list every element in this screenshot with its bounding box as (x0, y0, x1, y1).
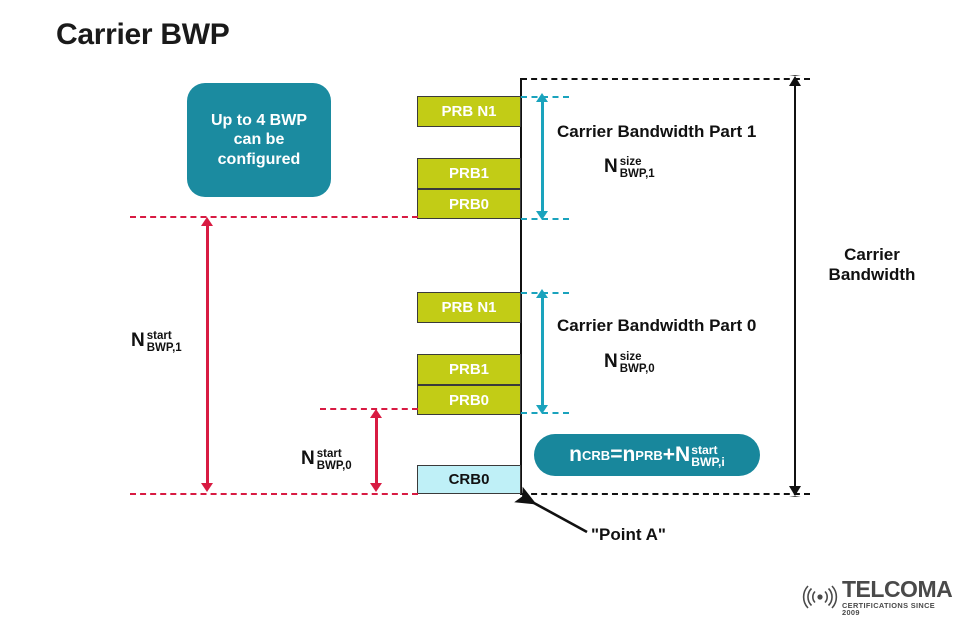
carrier-top-dashed-line (521, 78, 810, 80)
logo-text-group: TELCOMA CERTIFICATIONS SINCE 2009 (842, 575, 953, 617)
carrier-bandwidth-arrow-shaft (794, 82, 797, 489)
carrier-bandwidth-label: Carrier Bandwidth (792, 245, 952, 286)
bwp1-size-superscript: size (619, 156, 642, 168)
point-a-arrow (514, 486, 588, 534)
bwp0-size-symbol: N size BWP,0 (604, 350, 655, 375)
bwp1-start-symbol: N start BWP,1 (131, 329, 182, 354)
bwp0-size-arrow-shaft (541, 296, 544, 408)
formula-equals: =n (610, 443, 636, 466)
bwp1-size-arrow-head-top (536, 93, 548, 102)
bwp1-start-subscript: BWP,1 (146, 342, 182, 355)
block-bwp0-prb0: PRB0 (417, 385, 521, 415)
bwp1-title: Carrier Bandwidth Part 1 (557, 122, 757, 141)
signal-waves-icon (802, 585, 838, 609)
telcoma-logo: TELCOMA CERTIFICATIONS SINCE 2009 (800, 575, 953, 617)
formula-plus: +N (662, 443, 691, 466)
callout-line-1: Up to 4 BWP (211, 111, 307, 129)
block-bwp0-prb-n1: PRB N1 (417, 292, 521, 323)
bwp1-size-arrow-shaft (541, 100, 544, 214)
logo-tagline: CERTIFICATIONS SINCE 2009 (842, 600, 936, 617)
formula-lhs: n (569, 443, 582, 466)
bwp0-start-arrow-head-top (370, 409, 382, 418)
bwp0-size-subscript: BWP,0 (619, 363, 655, 376)
bwp0-size-arrow-head-bottom (536, 405, 548, 414)
point-a-label: "Point A" (591, 525, 666, 544)
point-a-reference-line (130, 493, 418, 495)
bwp0-start-base: N (301, 448, 315, 470)
bwp0-start-symbol: N start BWP,0 (301, 447, 352, 472)
formula-rhs-subscript-2: BWP,i (691, 455, 725, 469)
bwp0-title: Carrier Bandwidth Part 0 (557, 316, 757, 335)
bwp1-size-subscript: BWP,1 (619, 168, 655, 181)
bwp0-size-superscript: size (619, 351, 642, 363)
bwp1-start-arrow-shaft (206, 224, 209, 486)
bwp0-start-reference-line (320, 408, 418, 410)
bwp1-size-base: N (604, 156, 618, 178)
bwp1-size-symbol: N size BWP,1 (604, 155, 655, 180)
carrier-bandwidth-line-1: Carrier (844, 245, 900, 264)
carrier-bottom-dashed-line (521, 493, 810, 495)
carrier-bandwidth-arrow-head-bottom (789, 486, 801, 497)
bwp0-size-base: N (604, 351, 618, 373)
bwp1-start-base: N (131, 330, 145, 352)
block-bwp0-prb1: PRB1 (417, 354, 521, 385)
callout-up-to-4-bwp: Up to 4 BWP can be configured (187, 83, 331, 197)
bwp0-start-subscript: BWP,0 (316, 460, 352, 473)
bwp1-start-arrow-head-top (201, 217, 213, 226)
bwp0-size-arrow-head-top (536, 289, 548, 298)
bwp0-start-arrow-head-bottom (370, 483, 382, 492)
page-title: Carrier BWP (56, 18, 230, 51)
callout-line-3: configured (217, 150, 301, 168)
bwp1-start-superscript: start (146, 330, 172, 342)
bwp1-start-arrow-head-bottom (201, 483, 213, 492)
formula-lhs-subscript: CRB (582, 447, 611, 463)
formula-rhs-superscript: start (691, 442, 718, 457)
logo-name: TELCOMA (842, 575, 953, 602)
block-crb0: CRB0 (417, 465, 521, 494)
carrier-bandwidth-arrow-head-top (789, 75, 801, 86)
block-bwp1-prb-n1: PRB N1 (417, 96, 521, 127)
block-bwp1-prb0: PRB0 (417, 189, 521, 219)
bwp0-start-superscript: start (316, 448, 342, 460)
bwp1-size-arrow-head-bottom (536, 211, 548, 220)
block-bwp1-prb1: PRB1 (417, 158, 521, 189)
callout-line-2: can be (233, 131, 285, 149)
carrier-left-axis (520, 78, 523, 495)
bwp0-start-arrow-shaft (375, 416, 378, 486)
carrier-bandwidth-line-2: Bandwidth (828, 265, 916, 285)
formula-rhs-subscript: PRB (635, 447, 663, 463)
bwp1-start-reference-line (130, 216, 418, 218)
